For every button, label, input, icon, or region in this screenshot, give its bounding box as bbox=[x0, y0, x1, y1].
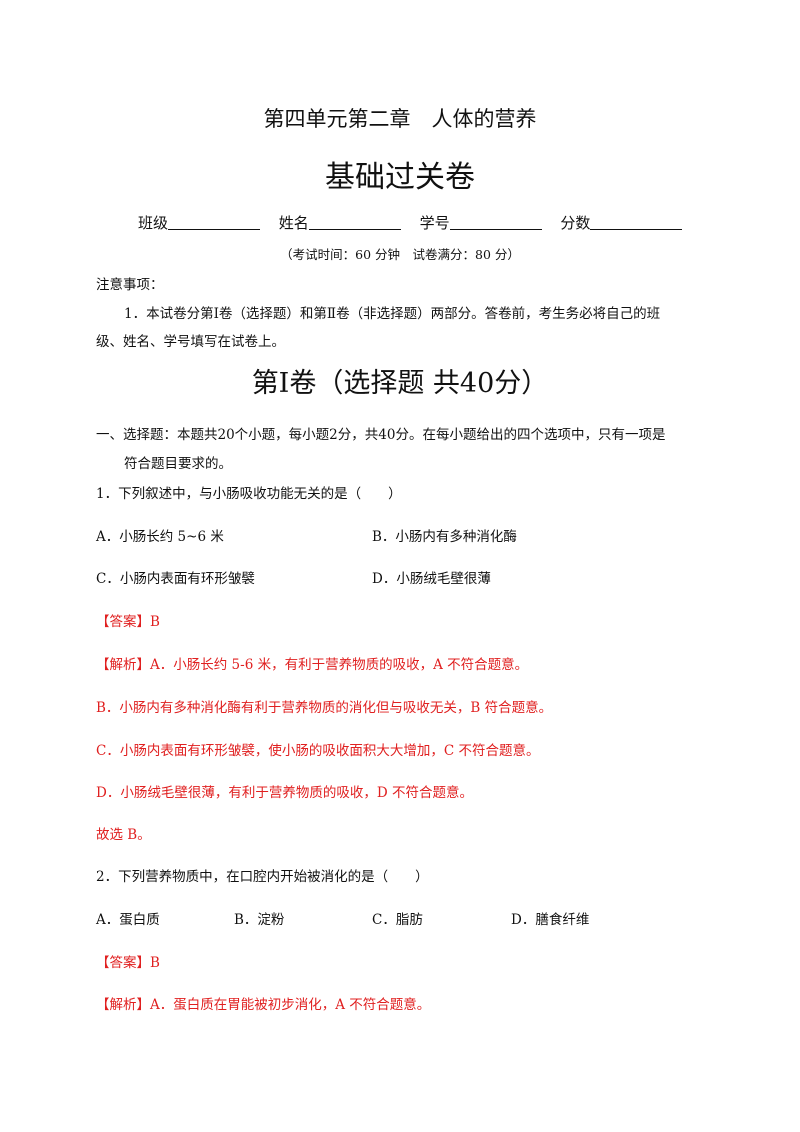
q2-answer: 【答案】B bbox=[96, 955, 160, 971]
class-blank bbox=[168, 214, 261, 230]
q2-stem: 2．下列营养物质中，在口腔内开始被消化的是（ ） bbox=[96, 869, 429, 885]
q1-analysis-4: D．小肠绒毛壁很薄，有利于营养物质的吸收，D 不符合题意。 bbox=[96, 785, 473, 801]
q1-option-a: A．小肠长约 5~6 米 bbox=[96, 529, 224, 545]
q1-stem: 1．下列叙述中，与小肠吸收功能无关的是（ ） bbox=[96, 486, 402, 502]
score-label: 分数 bbox=[560, 214, 591, 232]
q1-conclusion: 故选 B。 bbox=[96, 827, 151, 843]
name-label: 姓名 bbox=[278, 214, 309, 232]
q1-option-c: C．小肠内表面有环形皱襞 bbox=[96, 571, 255, 587]
student-info-row: 班级 姓名 学号 分数 bbox=[138, 212, 696, 233]
section-title: 第Ⅰ卷（选择题 共40分） bbox=[251, 368, 549, 399]
document-subtitle: 基础过关卷 bbox=[325, 160, 475, 195]
q1-option-d: D．小肠绒毛壁很薄 bbox=[372, 571, 491, 587]
name-blank bbox=[308, 214, 401, 230]
q2-option-d: D．膳食纤维 bbox=[511, 912, 590, 928]
q2-analysis-1: 【解析】A．蛋白质在胃能被初步消化，A 不符合题意。 bbox=[96, 997, 431, 1013]
q2-option-c: C．脂肪 bbox=[372, 912, 423, 928]
document-title: 第四单元第二章 人体的营养 bbox=[263, 107, 537, 131]
q2-option-b: B．淀粉 bbox=[234, 912, 285, 928]
class-label: 班级 bbox=[138, 214, 169, 232]
id-label: 学号 bbox=[419, 214, 450, 232]
q2-option-a: A．蛋白质 bbox=[96, 912, 160, 928]
notes-line-1: 1．本试卷分第Ⅰ卷（选择题）和第Ⅱ卷（非选择题）两部分。答卷前，考生务必将自己的… bbox=[124, 306, 661, 322]
q1-analysis-3: C．小肠内表面有环形皱襞，使小肠的吸收面积大大增加，C 不符合题意。 bbox=[96, 743, 540, 759]
exam-info: （考试时间：60 分钟 试卷满分：80 分） bbox=[280, 247, 520, 262]
q1-answer: 【答案】B bbox=[96, 614, 160, 630]
q1-analysis-2: B．小肠内有多种消化酶有利于营养物质的消化但与吸收无关，B 符合题意。 bbox=[96, 700, 553, 716]
q1-analysis-1: 【解析】A．小肠长约 5-6 米，有利于营养物质的吸收，A 不符合题意。 bbox=[96, 657, 529, 673]
notes-heading: 注意事项： bbox=[96, 277, 164, 293]
part-one-line-1: 一、选择题：本题共20个小题，每小题2分，共40分。在每小题给出的四个选项中，只… bbox=[96, 427, 666, 443]
q1-option-b: B．小肠内有多种消化酶 bbox=[372, 529, 517, 545]
id-blank bbox=[449, 214, 542, 230]
notes-line-2: 级、姓名、学号填写在试卷上。 bbox=[96, 334, 285, 350]
score-blank bbox=[590, 214, 683, 230]
part-one-line-2: 符合题目要求的。 bbox=[124, 456, 232, 472]
